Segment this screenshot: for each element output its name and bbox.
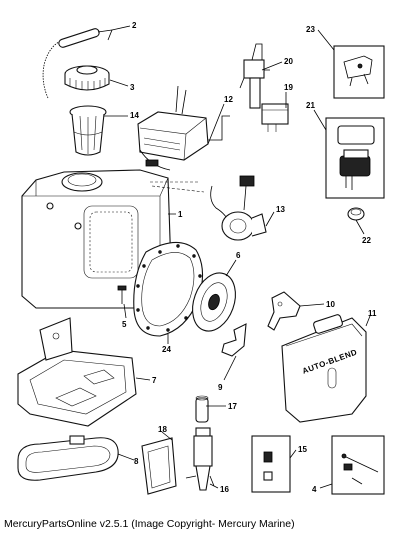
callout-11: 11 <box>368 309 377 318</box>
callout-8: 8 <box>134 457 139 466</box>
part-15-kit[interactable] <box>251 435 291 493</box>
callout-24: 24 <box>162 345 171 354</box>
callout-12: 12 <box>224 95 233 104</box>
callout-5: 5 <box>122 320 127 329</box>
callout-9: 9 <box>218 383 223 392</box>
callout-18: 18 <box>158 425 167 434</box>
callout-6: 6 <box>236 251 241 260</box>
callout-4: 4 <box>312 485 317 494</box>
part-8-strap[interactable] <box>17 435 119 481</box>
callout-17: 17 <box>228 402 237 411</box>
callout-numbers: 2 3 14 1 12 20 19 23 21 13 22 6 5 24 10 … <box>122 21 377 494</box>
callout-23: 23 <box>306 25 315 34</box>
part-13-motor[interactable] <box>210 175 267 241</box>
part-10-bracket[interactable] <box>267 291 301 331</box>
part-19-relay[interactable] <box>261 103 289 132</box>
part-24-gasket[interactable] <box>133 241 204 337</box>
part-3-fill-cap[interactable] <box>64 65 110 91</box>
callout-16: 16 <box>220 485 229 494</box>
part-9-clip[interactable] <box>221 323 247 357</box>
part-20-sender[interactable] <box>239 43 270 109</box>
callout-3: 3 <box>130 83 135 92</box>
leader-lines <box>104 25 371 489</box>
callout-19: 19 <box>284 83 293 92</box>
callout-20: 20 <box>284 57 293 66</box>
part-2-cap-chain[interactable] <box>42 28 113 99</box>
part-4-hardware-kit[interactable] <box>331 435 385 495</box>
part-7-tray[interactable] <box>17 317 137 427</box>
part-17-spacer[interactable] <box>195 395 209 423</box>
part-16-valve[interactable] <box>185 427 215 491</box>
callout-1: 1 <box>178 210 183 219</box>
callout-15: 15 <box>298 445 307 454</box>
callout-10: 10 <box>326 300 335 309</box>
part-18-plate[interactable] <box>141 437 177 495</box>
part-5-screw[interactable] <box>117 285 127 304</box>
part-22-grommet[interactable] <box>347 207 365 221</box>
callout-14: 14 <box>130 111 139 120</box>
image-caption: MercuryPartsOnline v2.5.1 (Image Copyrig… <box>4 518 295 530</box>
part-23-bracket-kit[interactable] <box>333 45 385 99</box>
callout-2: 2 <box>132 21 137 30</box>
part-11-cover[interactable]: AUTO-BLEND <box>281 314 367 423</box>
part-6-diaphragm[interactable] <box>185 267 243 337</box>
part-21-warning-module[interactable] <box>325 117 385 199</box>
part-14-strainer[interactable] <box>69 105 107 156</box>
part-1-oil-tank[interactable] <box>21 169 205 309</box>
callout-21: 21 <box>306 101 315 110</box>
callout-7: 7 <box>152 376 157 385</box>
callout-13: 13 <box>276 205 285 214</box>
callout-22: 22 <box>362 236 371 245</box>
part-12-control-module[interactable] <box>137 85 230 171</box>
